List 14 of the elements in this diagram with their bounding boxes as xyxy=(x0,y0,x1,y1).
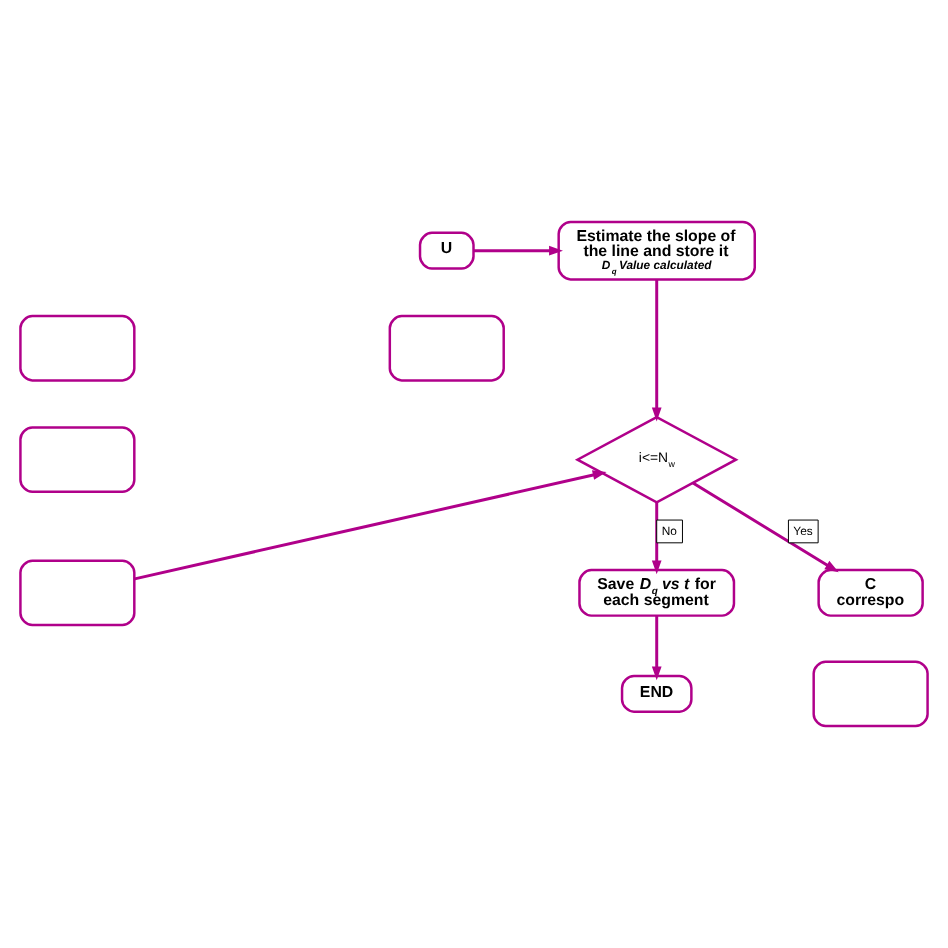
node-box: C correspo xyxy=(817,568,924,617)
node-box: U xyxy=(418,231,475,270)
node-box xyxy=(812,660,929,728)
node-box xyxy=(19,426,136,494)
arrow xyxy=(692,481,839,573)
arrow xyxy=(651,615,662,681)
arrow xyxy=(651,279,662,422)
arrow xyxy=(473,245,563,256)
node-box xyxy=(19,559,136,627)
arrow xyxy=(651,502,662,575)
node-box: END xyxy=(620,674,693,713)
arrow xyxy=(134,470,607,581)
node-box xyxy=(388,314,505,382)
node-box xyxy=(19,314,136,382)
